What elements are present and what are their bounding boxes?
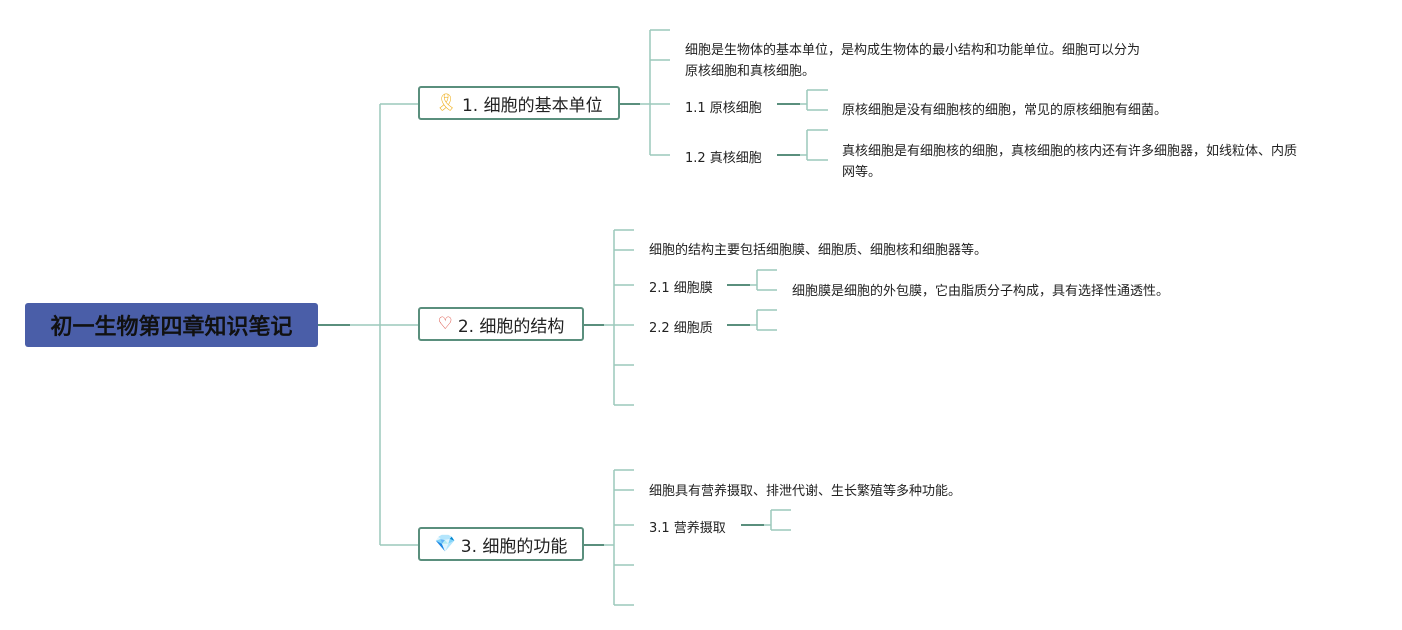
branch-label: 3. 细胞的功能	[460, 536, 568, 557]
branch-label: 1. 细胞的基本单位	[461, 95, 603, 116]
branch-label: 2. 细胞的结构	[457, 316, 565, 337]
summary-text-1[interactable]: 细胞是生物体的基本单位，是构成生物体的最小结构和功能单位。细胞可以分为原核细胞和…	[685, 43, 1141, 79]
subtopic-1-1[interactable]: 1.1 原核细胞	[685, 101, 762, 116]
detail-text-1-1[interactable]: 原核细胞是没有细胞核的细胞，常见的原核细胞有细菌。	[842, 103, 1168, 118]
subtopic-2-1[interactable]: 2.1 细胞膜	[649, 281, 713, 296]
summary-text-3[interactable]: 细胞具有营养摄取、排泄代谢、生长繁殖等多种功能。	[649, 484, 962, 499]
root-topic[interactable]: 初一生物第四章知识笔记	[25, 303, 318, 347]
award-ribbon-icon: 🎗	[435, 93, 457, 113]
subtopic-3-1[interactable]: 3.1 营养摄取	[649, 521, 726, 536]
detail-text-1-2[interactable]: 真核细胞是有细胞核的细胞，真核细胞的核内还有许多细胞器，如线粒体、内质网等。	[842, 144, 1298, 180]
branch-topic-2[interactable]: ♡ 2. 细胞的结构	[418, 307, 584, 341]
subtopic-2-2[interactable]: 2.2 细胞质	[649, 321, 713, 336]
detail-text-2-1[interactable]: 细胞膜是细胞的外包膜，它由脂质分子构成，具有选择性通透性。	[792, 284, 1170, 299]
summary-text-2[interactable]: 细胞的结构主要包括细胞膜、细胞质、细胞核和细胞器等。	[649, 243, 988, 258]
diamond-icon: 💎	[434, 534, 456, 554]
branch-topic-3[interactable]: 💎 3. 细胞的功能	[418, 527, 584, 561]
heart-icon: ♡	[437, 314, 453, 334]
branch-topic-1[interactable]: 🎗 1. 细胞的基本单位	[418, 86, 620, 120]
subtopic-1-2[interactable]: 1.2 真核细胞	[685, 151, 762, 166]
